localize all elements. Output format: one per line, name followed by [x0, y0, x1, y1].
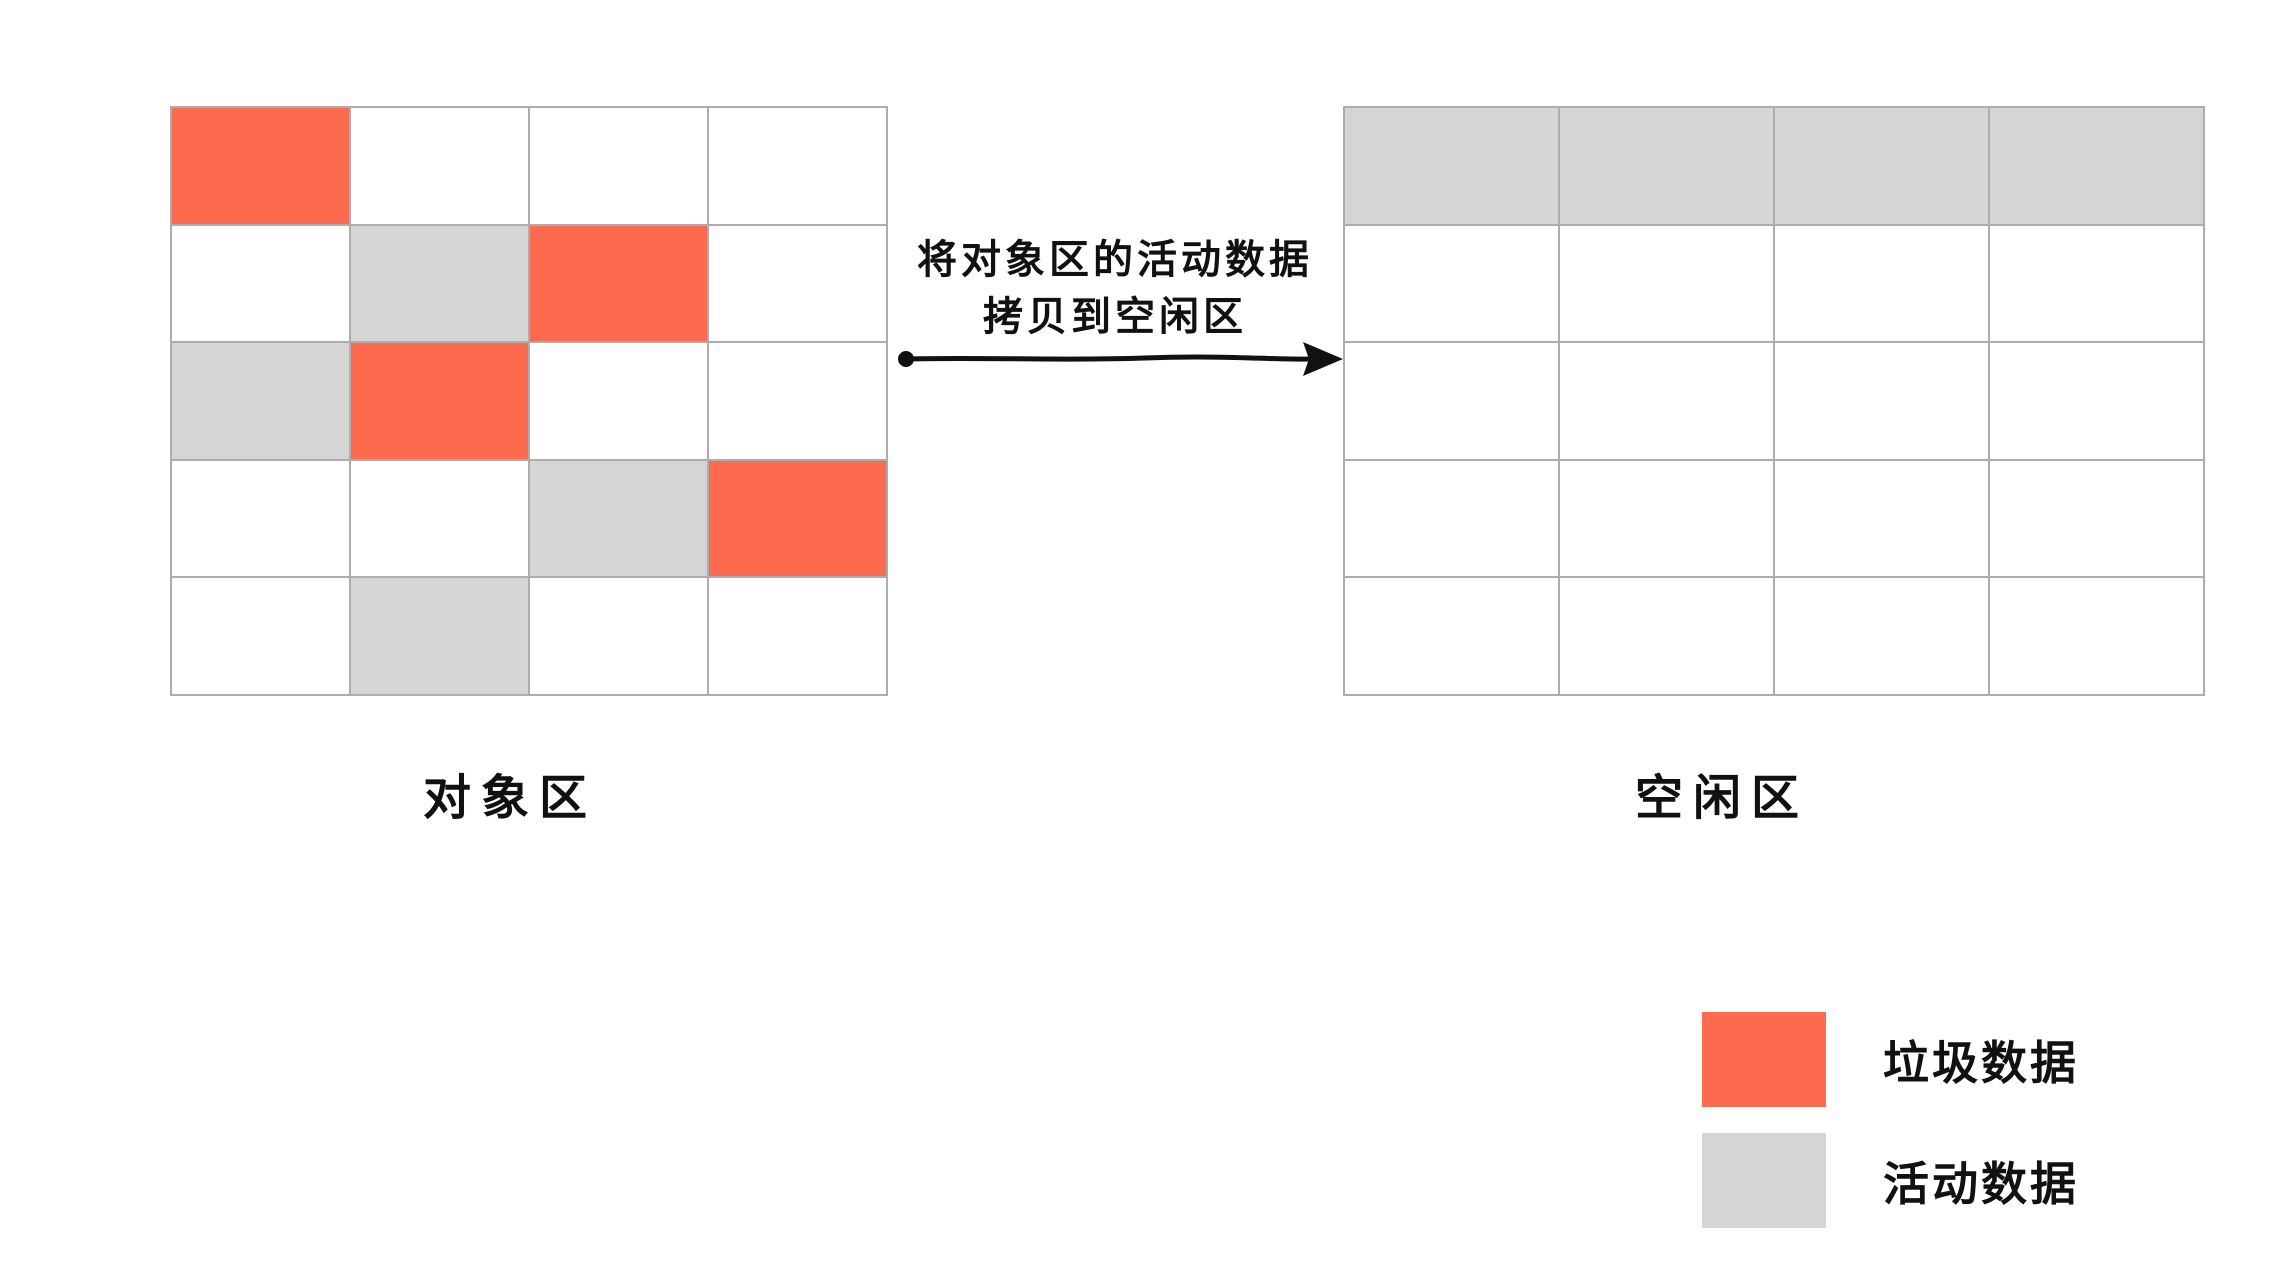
memory-cell-free [1990, 460, 2205, 579]
copy-arrow-icon [898, 342, 1343, 376]
legend-item-garbage: 垃圾数据 [1702, 1012, 2182, 1107]
memory-cell-live [1775, 108, 1990, 226]
memory-cell-free [1990, 225, 2205, 344]
memory-cell-free [709, 225, 888, 344]
memory-cell-free [1345, 460, 1560, 579]
memory-cell-free [172, 460, 351, 579]
memory-cell-free [351, 108, 530, 226]
memory-cell-free [1775, 343, 1990, 461]
memory-cell-live [1560, 108, 1775, 226]
memory-cell-free [172, 225, 351, 344]
garbage-color-swatch [1702, 1012, 1826, 1107]
live-color-swatch [1702, 1133, 1826, 1228]
memory-cell-free [351, 460, 530, 579]
memory-cell-free [172, 578, 351, 696]
memory-cell-live [1990, 108, 2205, 226]
memory-cell-free [709, 578, 888, 696]
memory-cell-free [1560, 460, 1775, 579]
memory-cell-live [172, 343, 351, 461]
memory-cell-garbage [709, 460, 888, 579]
memory-cell-free [1345, 225, 1560, 344]
object-area-grid [170, 106, 888, 696]
memory-cell-free [1560, 343, 1775, 461]
memory-cell-free [1775, 460, 1990, 579]
legend: 垃圾数据 活动数据 [1702, 1012, 2182, 1254]
memory-cell-free [1345, 343, 1560, 461]
memory-cell-free [1345, 578, 1560, 696]
memory-cell-free [709, 343, 888, 461]
memory-cell-free [709, 108, 888, 226]
memory-cell-free [1990, 343, 2205, 461]
arrow-caption-line-1: 将对象区的活动数据 [917, 238, 1313, 282]
memory-cell-live [1345, 108, 1560, 226]
memory-cell-free [530, 343, 709, 461]
object-area-label: 对象区 [422, 772, 597, 825]
live-legend-label: 活动数据 [1883, 1157, 2079, 1210]
memory-cell-garbage [172, 108, 351, 226]
memory-cell-free [530, 108, 709, 226]
arrow-caption: 将对象区的活动数据 拷贝到空闲区 [895, 232, 1335, 346]
memory-cell-free [1560, 225, 1775, 344]
memory-cell-live [530, 460, 709, 579]
memory-cell-free [1560, 578, 1775, 696]
memory-cell-free [1990, 578, 2205, 696]
memory-cell-garbage [351, 343, 530, 461]
free-area-label: 空闲区 [1634, 772, 1809, 825]
memory-cell-free [530, 578, 709, 696]
arrow-caption-line-2: 拷贝到空闲区 [983, 295, 1247, 339]
memory-cell-free [1775, 225, 1990, 344]
garbage-legend-label: 垃圾数据 [1883, 1036, 2079, 1089]
memory-cell-free [1775, 578, 1990, 696]
memory-cell-garbage [530, 225, 709, 344]
memory-cell-live [351, 225, 530, 344]
free-area-grid [1343, 106, 2205, 696]
legend-item-live: 活动数据 [1702, 1133, 2182, 1228]
memory-cell-live [351, 578, 530, 696]
